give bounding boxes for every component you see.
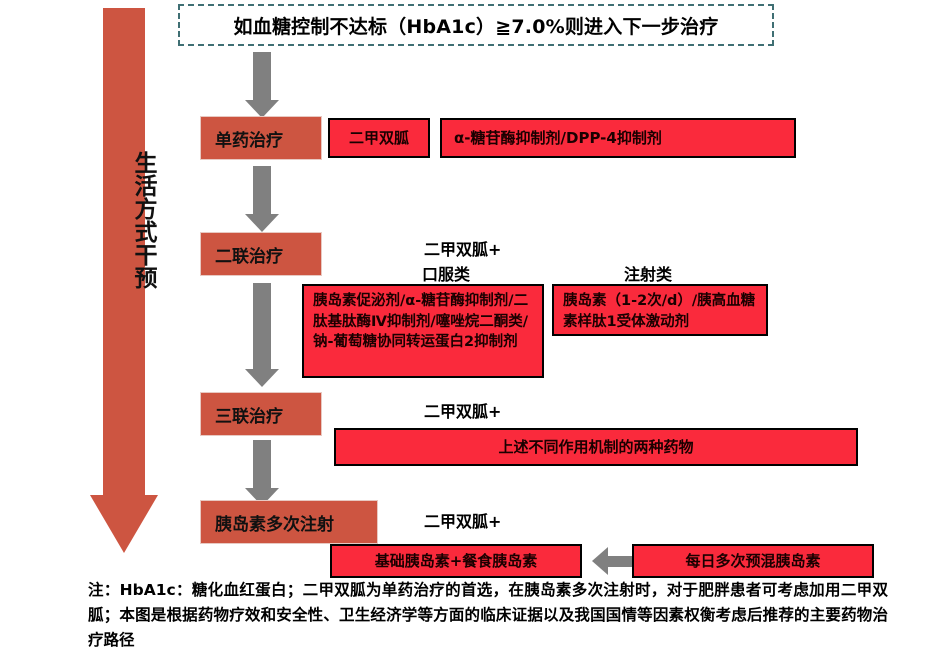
connector-arrow-monotherapy-to-dual bbox=[245, 166, 279, 232]
connector-arrow-header-to-monotherapy bbox=[245, 52, 279, 118]
option-box-premixed-insulin: 每日多次预混胰岛素 bbox=[632, 544, 874, 578]
option-box-dual-injectable: 胰岛素（1-2次/d）/胰高血糖素样肽1受体激动剂 bbox=[552, 284, 768, 336]
connector-arrow-dual-to-triple bbox=[245, 283, 279, 387]
figure-footnote: 注：HbA1c：糖化血红蛋白；二甲双胍为单药治疗的首选，在胰岛素多次注射时，对于… bbox=[88, 578, 888, 653]
stage-label-triple-therapy-text: 三联治疗 bbox=[215, 406, 283, 427]
option-box-triple-two-drugs: 上述不同作用机制的两种药物 bbox=[334, 428, 858, 466]
stage-label-triple-therapy: 三联治疗 bbox=[200, 392, 322, 436]
column-header-injectable: 注射类 bbox=[624, 265, 673, 284]
option-box-dual-oral: 胰岛素促泌剂/α-糖苷酶抑制剂/二肽基肽酶Ⅳ抑制剂/噻唑烷二酮类/钠-葡萄糖协同… bbox=[302, 284, 544, 378]
lifestyle-intervention-label: 生活方式干预 bbox=[130, 151, 156, 289]
option-text-premixed-insulin: 每日多次预混胰岛素 bbox=[685, 552, 821, 570]
stage-label-insulin-injection: 胰岛素多次注射 bbox=[200, 500, 378, 544]
lifestyle-arrow-head bbox=[90, 495, 158, 553]
option-text-monotherapy-alternatives: α-糖苷酶抑制剂/DPP-4抑制剂 bbox=[454, 129, 662, 147]
stage-label-dual-therapy: 二联治疗 bbox=[200, 232, 322, 276]
option-text-triple-two-drugs: 上述不同作用机制的两种药物 bbox=[498, 438, 694, 456]
plus-label-triple-therapy: 二甲双胍+ bbox=[424, 402, 502, 421]
option-box-basal-plus-prandial-insulin: 基础胰岛素+餐食胰岛素 bbox=[330, 544, 582, 578]
connector-arrow-triple-to-insulin bbox=[245, 440, 279, 506]
option-box-monotherapy-alternatives: α-糖苷酶抑制剂/DPP-4抑制剂 bbox=[440, 118, 796, 158]
figure-footnote-text: 注：HbA1c：糖化血红蛋白；二甲双胍为单药治疗的首选，在胰岛素多次注射时，对于… bbox=[88, 581, 888, 649]
option-text-monotherapy-metformin: 二甲双胍 bbox=[348, 129, 409, 147]
option-text-dual-oral: 胰岛素促泌剂/α-糖苷酶抑制剂/二肽基肽酶Ⅳ抑制剂/噻唑烷二酮类/钠-葡萄糖协同… bbox=[313, 293, 529, 350]
plus-label-insulin-injection: 二甲双胍+ bbox=[424, 512, 502, 531]
option-text-dual-injectable: 胰岛素（1-2次/d）/胰高血糖素样肽1受体激动剂 bbox=[563, 293, 756, 330]
column-header-oral: 口服类 bbox=[422, 265, 471, 284]
stage-label-insulin-injection-text: 胰岛素多次注射 bbox=[215, 514, 334, 535]
stage-label-monotherapy-text: 单药治疗 bbox=[215, 130, 283, 151]
lifestyle-arrow-shaft bbox=[103, 8, 145, 496]
stage-label-dual-therapy-text: 二联治疗 bbox=[215, 246, 283, 267]
header-criteria-box: 如血糖控制不达标（HbA1c）≧7.0%则进入下一步治疗 bbox=[178, 4, 774, 46]
lifestyle-intervention-arrow: 生活方式干预 bbox=[90, 8, 158, 553]
stage-label-monotherapy: 单药治疗 bbox=[200, 116, 322, 160]
option-text-basal-plus-prandial-insulin: 基础胰岛素+餐食胰岛素 bbox=[374, 552, 538, 570]
option-box-monotherapy-metformin: 二甲双胍 bbox=[328, 118, 430, 158]
plus-label-dual-therapy: 二甲双胍+ bbox=[424, 240, 502, 259]
header-criteria-text: 如血糖控制不达标（HbA1c）≧7.0%则进入下一步治疗 bbox=[233, 15, 719, 38]
